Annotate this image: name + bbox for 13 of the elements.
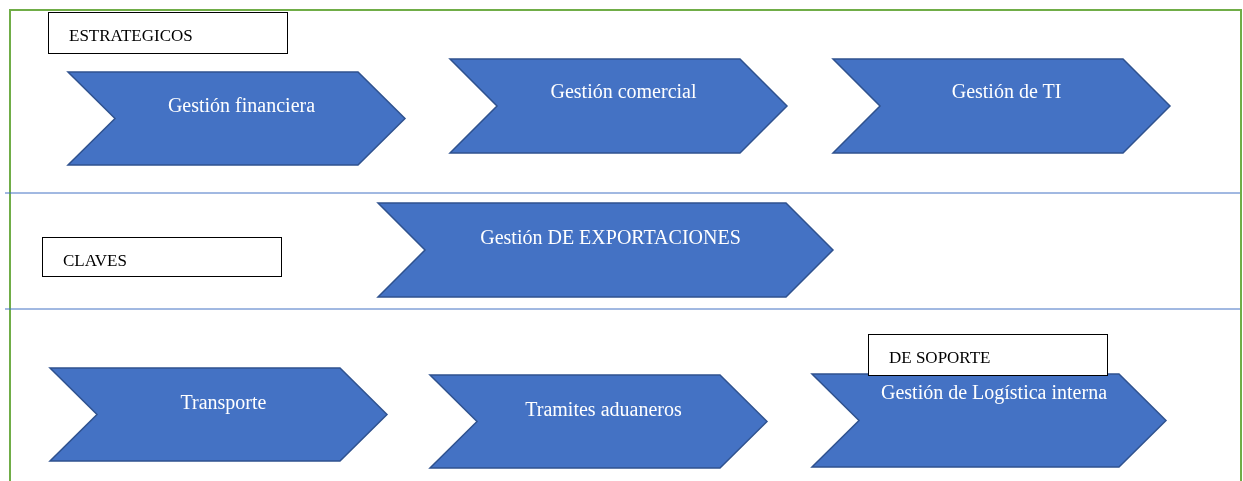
- process-label: Transporte: [179, 390, 268, 416]
- process-label: Tramites aduaneros: [524, 397, 683, 422]
- process-label: Gestión de Logística interna: [879, 380, 1108, 406]
- category-label: ESTRATEGICOS: [69, 26, 193, 46]
- category-label: DE SOPORTE: [889, 348, 991, 368]
- label-box: [42, 237, 282, 277]
- category-label: CLAVES: [63, 251, 127, 271]
- label-box: [48, 12, 288, 54]
- label-box: [868, 334, 1108, 376]
- process-label: Gestión DE EXPORTACIONES: [479, 225, 742, 250]
- process-label: Gestión comercial: [549, 79, 698, 104]
- process-label: Gestión financiera: [166, 93, 317, 118]
- process-label: Gestión de TI: [950, 79, 1063, 104]
